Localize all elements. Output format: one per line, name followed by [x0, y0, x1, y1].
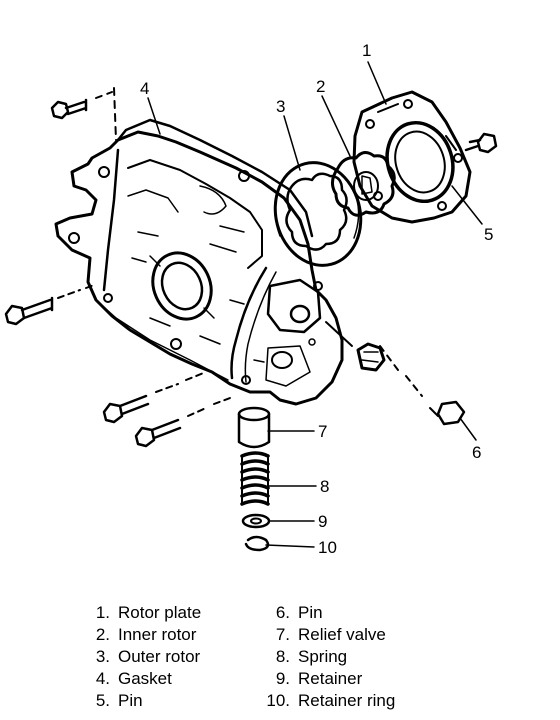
legend-number: 6.	[275, 603, 290, 622]
legend-item: 5. Pin	[70, 690, 250, 712]
bolt-lower-left	[102, 371, 207, 424]
legend-item: 6. Pin	[250, 602, 510, 624]
legend-item: 9. Retainer	[250, 668, 510, 690]
bolt-right	[464, 132, 498, 154]
legend-column-left: 1. Rotor plate 2. Inner rotor 3. Outer roto…	[70, 602, 250, 712]
legend-label: Retainer ring	[298, 691, 396, 710]
pin-6	[379, 345, 466, 426]
legend-label: Gasket	[118, 669, 172, 688]
outer-rotor	[273, 161, 363, 267]
callout-3: 3	[276, 97, 285, 116]
bolt-bottom	[134, 397, 231, 448]
leader-lines	[147, 61, 483, 548]
oil-pump-illustration: 1 2 3 4 5 6 7 8 9 10	[4, 41, 498, 557]
legend-label: Outer rotor	[118, 647, 201, 666]
legend-label: Pin	[298, 603, 323, 622]
inner-rotor	[331, 151, 396, 217]
exploded-diagram: 1 2 3 4 5 6 7 8 9 10	[4, 41, 498, 557]
bolt-left	[4, 284, 95, 326]
legend-label: Inner rotor	[118, 625, 197, 644]
legend-number: 8.	[275, 647, 290, 666]
pump-housing	[54, 118, 344, 406]
legend-item: 10. Retainer ring	[250, 690, 510, 712]
callout-7: 7	[318, 422, 327, 441]
spring	[240, 451, 270, 506]
callout-5: 5	[484, 225, 493, 244]
legend-number: 2.	[95, 625, 110, 644]
legend-number: 9.	[275, 669, 290, 688]
legend-item: 7. Relief valve	[250, 624, 510, 646]
legend-item: 2. Inner rotor	[70, 624, 250, 646]
legend-column-right: 6. Pin 7. Relief valve 8. Spring 9. Retainer…	[250, 602, 510, 712]
legend-number: 10.	[266, 691, 290, 710]
retainer-ring	[244, 535, 270, 552]
legend-label: Rotor plate	[118, 603, 202, 622]
callout-2: 2	[316, 77, 325, 96]
callout-6: 6	[472, 443, 481, 462]
legend-number: 1.	[95, 603, 110, 622]
callout-1: 1	[362, 41, 371, 60]
relief-valve	[237, 406, 271, 449]
plug-nut	[325, 321, 386, 372]
callout-9: 9	[318, 512, 327, 531]
legend-number: 7.	[275, 625, 290, 644]
callout-10: 10	[318, 538, 337, 557]
legend-number: 5.	[95, 691, 110, 710]
legend-item: 3. Outer rotor	[70, 646, 250, 668]
legend-label: Spring	[298, 647, 348, 666]
legend-label: Relief valve	[298, 625, 386, 644]
legend-item: 8. Spring	[250, 646, 510, 668]
legend-label: Pin	[118, 691, 143, 710]
legend-number: 4.	[95, 669, 110, 688]
callout-8: 8	[320, 477, 329, 496]
legend-item: 4. Gasket	[70, 668, 250, 690]
legend-number: 3.	[95, 647, 110, 666]
bolt-top-left	[50, 91, 113, 120]
callout-4: 4	[140, 79, 149, 98]
legend-item: 1. Rotor plate	[70, 602, 250, 624]
rotor-plate	[352, 90, 472, 224]
legend-label: Retainer	[298, 669, 363, 688]
retainer	[241, 513, 271, 529]
